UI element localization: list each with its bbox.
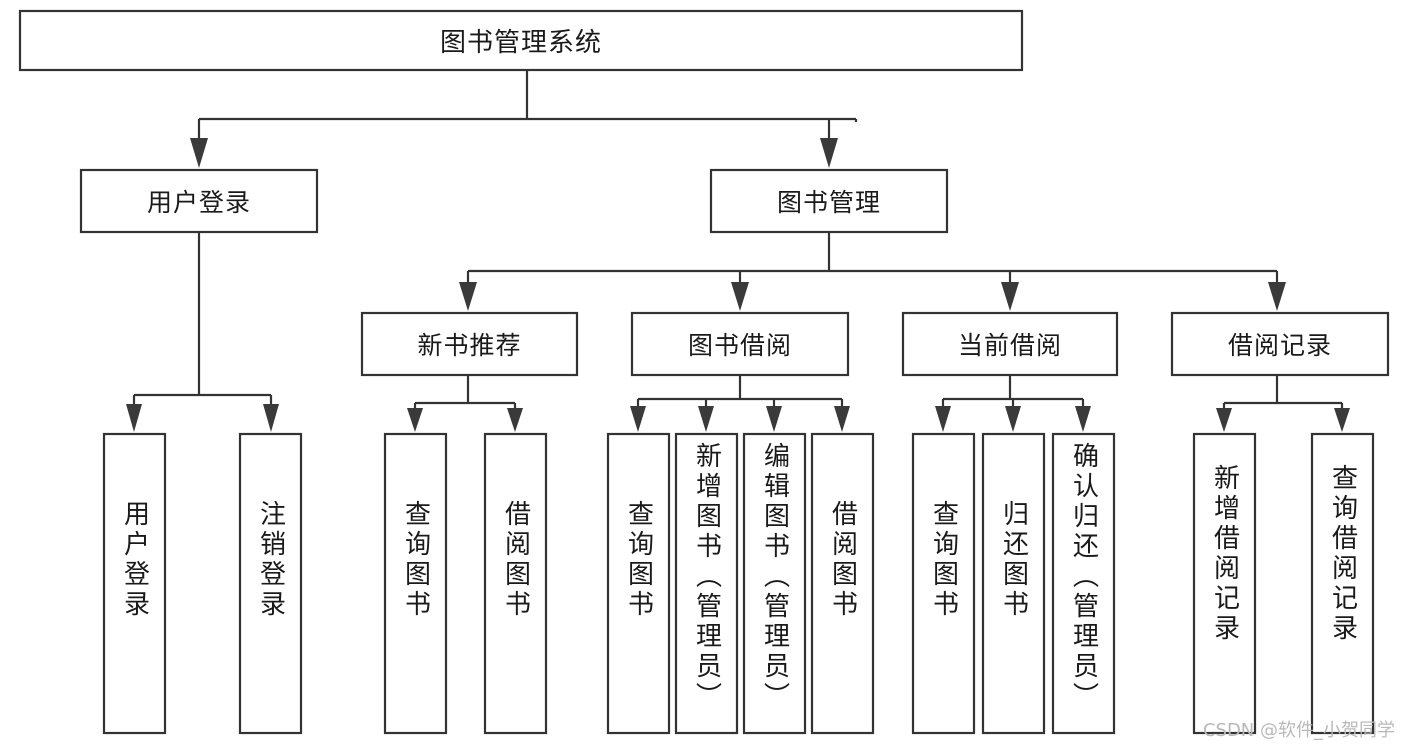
node-box-user-login[interactable] <box>79 168 319 234</box>
arrow-head-leaf-user-logout <box>263 404 279 432</box>
arrow-head-leaf-borrow-book <box>834 406 850 432</box>
node-box-leaf-add-borrow-record[interactable] <box>1192 432 1257 735</box>
arrow-head-book-manage <box>820 138 838 168</box>
node-box-new-book-recommend[interactable] <box>360 311 579 377</box>
arrow-head-leaf-add-borrow-record <box>1216 408 1232 432</box>
node-box-leaf-query-book-current[interactable] <box>911 432 976 735</box>
connector-book-borrow-to-leaves <box>630 375 850 432</box>
arrow-head-leaf-add-book-admin <box>698 406 714 432</box>
node-box-leaf-borrow-book[interactable] <box>810 432 875 735</box>
node-box-leaf-add-book-admin[interactable] <box>674 432 739 735</box>
arrow-head-leaf-return-book <box>1005 406 1021 432</box>
node-box-leaf-query-borrow-record[interactable] <box>1310 432 1375 735</box>
node-box-leaf-return-book[interactable] <box>981 432 1046 735</box>
arrow-head-user-login <box>190 138 208 168</box>
node-box-book-borrow[interactable] <box>630 311 850 377</box>
node-box-borrow-record[interactable] <box>1170 311 1390 377</box>
node-box-leaf-query-book-recommend[interactable] <box>383 432 448 735</box>
connector-book-manage-to-level3 <box>459 232 1286 311</box>
connector-new-book-recommend-to-leaves <box>407 375 523 432</box>
arrow-head-leaf-user-login <box>126 404 142 432</box>
node-box-current-borrow[interactable] <box>901 311 1119 377</box>
node-box-leaf-user-login[interactable] <box>102 432 167 735</box>
connector-root-to-level2 <box>190 70 858 168</box>
node-box-leaf-confirm-return-admin[interactable] <box>1051 432 1116 735</box>
arrow-head-leaf-edit-book-admin <box>766 406 782 432</box>
arrow-head-current-borrow <box>1001 282 1019 311</box>
arrow-head-leaf-query-book-borrow <box>630 406 646 432</box>
node-box-book-manage[interactable] <box>709 168 949 234</box>
arrow-head-borrow-record <box>1268 282 1286 311</box>
arrow-head-new-book-recommend <box>459 282 477 311</box>
node-box-leaf-borrow-book-recommend[interactable] <box>483 432 548 735</box>
csdn-watermark: CSDN @软件_小贺同学 <box>1202 720 1395 741</box>
connector-user-login-to-leaves <box>126 232 279 432</box>
arrow-head-leaf-query-book-current <box>935 406 951 432</box>
connector-borrow-record-to-leaves <box>1216 375 1350 432</box>
arrow-head-leaf-borrow-book-recommend <box>507 408 523 432</box>
arrow-head-leaf-query-book-recommend <box>407 408 423 432</box>
arrow-head-leaf-query-borrow-record <box>1334 408 1350 432</box>
connector-current-borrow-to-leaves <box>935 375 1091 432</box>
arrow-head-leaf-confirm-return-admin <box>1075 406 1091 432</box>
arrow-head-book-borrow <box>731 282 749 311</box>
node-box-leaf-query-book-borrow[interactable] <box>606 432 671 735</box>
node-box-leaf-user-logout[interactable] <box>238 432 303 735</box>
node-box-leaf-edit-book-admin[interactable] <box>742 432 807 735</box>
node-box-root[interactable] <box>18 9 1024 72</box>
